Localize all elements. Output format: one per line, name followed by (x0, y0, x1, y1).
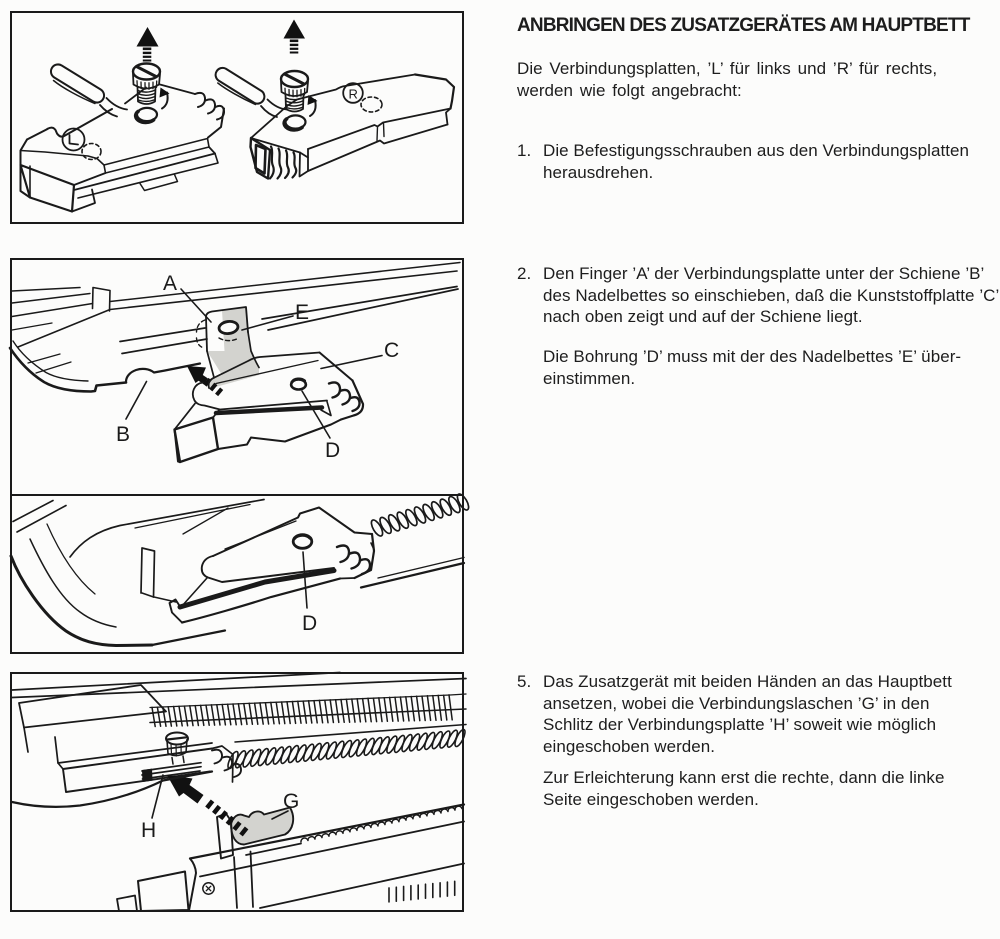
svg-text:G: G (283, 790, 299, 813)
svg-text:E: E (295, 301, 309, 324)
svg-text:B: B (116, 423, 130, 446)
svg-text:A: A (163, 272, 177, 295)
svg-text:C: C (384, 339, 399, 362)
svg-text:D: D (325, 439, 340, 462)
svg-text:H: H (141, 819, 156, 842)
svg-text:R: R (349, 87, 358, 102)
svg-text:D: D (302, 612, 317, 635)
